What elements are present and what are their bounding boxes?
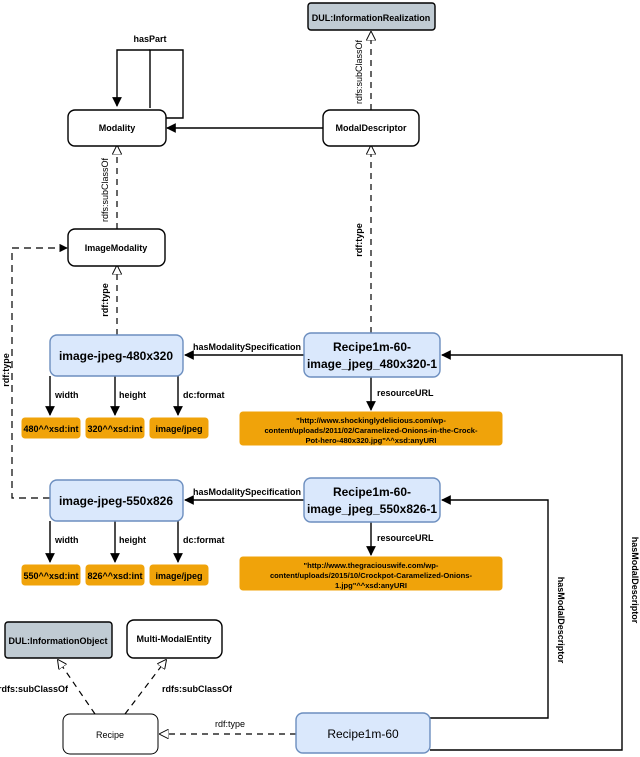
label-has-modal-descriptor-1: hasModalDescriptor [630, 537, 640, 624]
node-label-line2: image_jpeg_480x320-1 [307, 357, 437, 371]
node-image-modality[interactable]: ImageModality [67, 228, 166, 267]
edge-has-part [149, 49, 184, 119]
label-has-modal-descriptor-2: hasModalDescriptor [556, 577, 566, 664]
node-label-line1: Recipe1m-60- [333, 340, 411, 354]
node-recipe1m-60[interactable]: Recipe1m-60 [295, 712, 431, 754]
node-label: image-jpeg-480x320 [59, 349, 173, 363]
label-rdftype-left: rdf:type [1, 353, 11, 387]
edge-has-modal-descriptor-2 [430, 495, 549, 719]
node-modal-descriptor[interactable]: ModalDescriptor [322, 109, 420, 147]
label-has-part: hasPart [133, 34, 166, 44]
label-rdftype-recipe: rdf:type [215, 719, 245, 729]
literal-label: 320^^xsd:int [87, 424, 142, 434]
literal-label: image/jpeg [155, 571, 202, 581]
literal-label: 480^^xsd:int [23, 424, 78, 434]
node-label: DUL:InformationObject [9, 636, 108, 646]
node-label: Recipe [96, 730, 124, 740]
literal-width-480[interactable]: 480^^xsd:int [21, 417, 81, 439]
node-recipe-image-550[interactable]: Recipe1m-60- image_jpeg_550x826-1 [303, 477, 441, 523]
node-dul-information-object[interactable]: DUL:InformationObject [4, 621, 113, 659]
literal-height-550[interactable]: 826^^xsd:int [85, 564, 145, 586]
label-subclass-md: rdfs:subClassOf [354, 39, 364, 104]
label-subclass-recipe-left: rdfs:subClassOf [0, 684, 69, 694]
literal-url-line3: 1.jpg"^^xsd:anyURI [335, 581, 407, 590]
edge-has-modal-descriptor-1 [430, 350, 623, 751]
literal-label: image/jpeg [155, 424, 202, 434]
literal-label: 550^^xsd:int [23, 571, 78, 581]
label-resource-url-2: resourceURL [377, 533, 434, 543]
node-label: ModalDescriptor [335, 123, 407, 133]
label-format-2: dc:format [183, 535, 225, 545]
label-height-2: height [119, 535, 146, 545]
literal-label: 826^^xsd:int [87, 571, 142, 581]
node-modality[interactable]: Modality [67, 109, 167, 147]
literal-url-line3: Pot-hero-480x320.jpg"^^xsd:anyURI [305, 436, 436, 445]
node-image-jpeg-550x826[interactable]: image-jpeg-550x826 [49, 479, 184, 522]
node-label: DUL:InformationRealization [312, 13, 431, 23]
node-label: ImageModality [85, 243, 148, 253]
label-format-1: dc:format [183, 390, 225, 400]
edge-subclass-recipe-right [124, 660, 166, 715]
label-width-1: width [54, 390, 79, 400]
label-height-1: height [119, 390, 146, 400]
node-label-line1: Recipe1m-60- [333, 485, 411, 499]
literal-url-line2: content/uploads/2015/10/Crockpot-Caramel… [270, 571, 473, 580]
node-dul-information-realization[interactable]: DUL:InformationRealization [307, 2, 436, 31]
node-image-jpeg-480x320[interactable]: image-jpeg-480x320 [49, 334, 184, 377]
literal-url-550[interactable]: "http://www.thegraciouswife.com/wp- cont… [239, 556, 503, 591]
literal-url-line2: content/uploads/2011/02/Caramelized-Onio… [264, 426, 478, 435]
label-subclass-im: rdfs:subClassOf [100, 157, 110, 222]
label-has-modality-spec-2: hasModalitySpecification [193, 487, 301, 497]
node-label: Multi-ModalEntity [137, 634, 212, 644]
node-label: image-jpeg-550x826 [59, 494, 173, 508]
literal-height-480[interactable]: 320^^xsd:int [85, 417, 145, 439]
literal-url-line1: "http://www.thegraciouswife.com/wp- [304, 561, 439, 570]
label-rdftype-md: rdf:type [354, 223, 364, 257]
literal-format-550[interactable]: image/jpeg [149, 564, 209, 586]
node-label-line2: image_jpeg_550x826-1 [307, 502, 437, 516]
label-subclass-recipe-right: rdfs:subClassOf [162, 684, 233, 694]
node-multi-modal-entity[interactable]: Multi-ModalEntity [126, 619, 223, 659]
node-label: Recipe1m-60 [327, 727, 399, 741]
label-has-modality-spec-1: hasModalitySpecification [193, 342, 301, 352]
literal-width-550[interactable]: 550^^xsd:int [21, 564, 81, 586]
edge-has-part-head [112, 49, 150, 107]
node-recipe-image-480[interactable]: Recipe1m-60- image_jpeg_480x320-1 [303, 332, 441, 378]
node-recipe[interactable]: Recipe [62, 713, 159, 755]
label-resource-url-1: resourceURL [377, 388, 434, 398]
label-width-2: width [54, 535, 79, 545]
literal-url-480[interactable]: "http://www.shockinglydelicious.com/wp- … [239, 411, 503, 446]
edge-rdftype-left [11, 243, 68, 499]
literal-url-line1: "http://www.shockinglydelicious.com/wp- [296, 416, 446, 425]
literal-format-480[interactable]: image/jpeg [149, 417, 209, 439]
node-label: Modality [99, 123, 136, 133]
label-rdftype-im: rdf:type [100, 283, 110, 317]
